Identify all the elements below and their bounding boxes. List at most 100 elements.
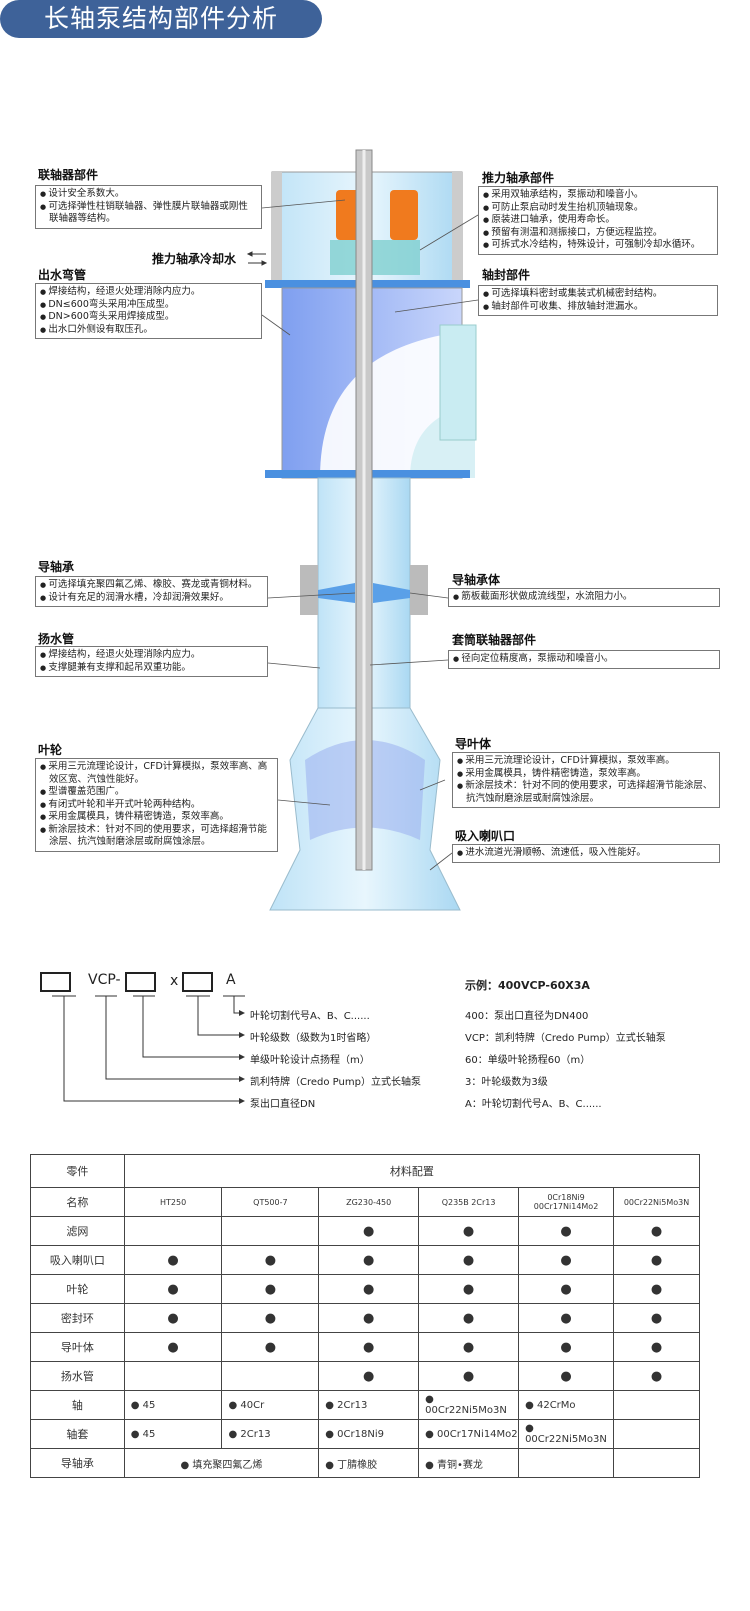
bullet: 预留有测温和测振接口，方便远程监控。 xyxy=(483,227,713,240)
part-name: 导叶体 xyxy=(30,1332,125,1362)
part-name: 扬水管 xyxy=(30,1361,125,1391)
material-cell: ● 42CrMo xyxy=(518,1390,615,1420)
header-cell: ZG230-450 xyxy=(318,1187,420,1217)
table-row: 轴套● 45● 2Cr13● 0Cr18Ni9● 00Cr17Ni14Mo2● … xyxy=(30,1419,700,1449)
material-cell: ● 青铜•赛龙 xyxy=(418,1448,520,1478)
bearing-body-heading: 导轴承体 xyxy=(452,573,501,587)
example-item: 3：叶轮级数为3级 xyxy=(465,1077,548,1088)
guide-bearing-box: 可选择填充聚四氟乙烯、橡胶、赛龙或青铜材料。 设计有充足的润滑水槽，冷却润滑效果… xyxy=(35,576,268,607)
material-cell xyxy=(613,1419,700,1449)
material-cell: ● xyxy=(613,1274,700,1304)
material-cell: ● 45 xyxy=(123,1390,223,1420)
material-cell: ● xyxy=(613,1245,700,1275)
legend-item: 叶轮切割代号A、B、C...... xyxy=(250,1011,370,1022)
bullet: 采用三元流理论设计，CFD计算模拟，泵效率高。 xyxy=(457,755,715,768)
leader-lines xyxy=(261,199,479,871)
table-row: 导轴承● 填充聚四氟乙烯● 丁腈橡胶● 青铜•赛龙 xyxy=(30,1448,700,1478)
cooling-water-label: 推力轴承冷却水 xyxy=(152,252,237,266)
bullet: 可选择弹性柱销联轴器、弹性膜片联轴器或刚性联轴器等结构。 xyxy=(40,201,257,226)
material-cell: ● xyxy=(221,1245,320,1275)
table-row: 密封环●●●●●● xyxy=(30,1303,700,1333)
coupling-heading: 联轴器部件 xyxy=(38,168,99,182)
code-vcp: VCP- xyxy=(88,972,121,988)
material-cell xyxy=(518,1448,615,1478)
material-cell: ● xyxy=(221,1303,320,1333)
sleeve-heading: 套筒联轴器部件 xyxy=(452,633,537,647)
material-cell: ● xyxy=(613,1303,700,1333)
bullet: 设计有充足的润滑水槽，冷却润滑效果好。 xyxy=(40,592,263,605)
material-cell: ● xyxy=(318,1361,420,1391)
bullet: 设计安全系数大。 xyxy=(40,188,257,201)
part-name: 轴 xyxy=(30,1390,125,1420)
sleeve-box: 径向定位精度高，泵振动和噪音小。 xyxy=(448,650,720,669)
material-cell: ● xyxy=(613,1361,700,1391)
bullet: 焊接结构，经退火处理消除内应力。 xyxy=(40,649,263,662)
bullet: 支撑腿兼有支撑和起吊双重功能。 xyxy=(40,662,263,675)
bearing-body-box: 筋板截面形状做成流线型，水流阻力小。 xyxy=(448,588,720,607)
code-leader-lines xyxy=(52,995,245,1104)
col-material: 材料配置 xyxy=(123,1154,701,1188)
column-heading: 扬水管 xyxy=(38,632,75,646)
bell-heading: 吸入喇叭口 xyxy=(455,829,516,843)
bullet: DN≤600弯头采用冲压成型。 xyxy=(40,299,257,312)
bullet: 新涂层技术：针对不同的使用要求，可选择超滑节能涂层、抗汽蚀耐磨涂层或耐腐蚀涂层。 xyxy=(457,780,715,805)
legend-item: 单级叶轮设计点扬程（m） xyxy=(250,1055,370,1066)
material-cell: ● xyxy=(418,1216,520,1246)
bullet: 出水口外侧设有取压孔。 xyxy=(40,324,257,337)
material-cell: ● xyxy=(518,1303,615,1333)
material-cell: ● xyxy=(418,1245,520,1275)
material-cell: ● 00Cr17Ni14Mo2 xyxy=(418,1419,520,1449)
material-cell: ● xyxy=(123,1274,223,1304)
header-cell: Q235B 2Cr13 xyxy=(418,1187,520,1217)
bullet: 径向定位精度高，泵振动和噪音小。 xyxy=(453,653,715,666)
part-name: 轴套 xyxy=(30,1419,125,1449)
material-cell: ● xyxy=(318,1303,420,1333)
header-cell: HT250 xyxy=(123,1187,223,1217)
code-a: A xyxy=(226,972,236,988)
bullet: 轴封部件可收集、排放轴封泄漏水。 xyxy=(483,301,713,314)
material-cell xyxy=(123,1361,223,1391)
material-cell xyxy=(613,1390,700,1420)
seal-box: 可选择填料密封或集装式机械密封结构。 轴封部件可收集、排放轴封泄漏水。 xyxy=(478,285,718,316)
coupling-box: 设计安全系数大。 可选择弹性柱销联轴器、弹性膜片联轴器或刚性联轴器等结构。 xyxy=(35,185,262,229)
material-cell: ● 填充聚四氟乙烯 xyxy=(123,1448,320,1478)
material-cell: ● xyxy=(123,1245,223,1275)
material-cell: ● xyxy=(613,1332,700,1362)
legend-item: 叶轮级数（级数为1时省略） xyxy=(250,1033,377,1044)
material-cell: ● xyxy=(613,1216,700,1246)
bullet: 可拆式水冷结构，特殊设计，可强制冷却水循环。 xyxy=(483,239,713,252)
material-cell: ● 45 xyxy=(123,1419,223,1449)
bullet: 焊接结构，经退火处理消除内应力。 xyxy=(40,286,257,299)
material-cell: ● xyxy=(221,1274,320,1304)
impeller-heading: 叶轮 xyxy=(38,743,63,757)
table-row: 轴● 45● 40Cr● 2Cr13● 00Cr22Ni5Mo3N● 42CrM… xyxy=(30,1390,700,1420)
material-cell: ● xyxy=(418,1332,520,1362)
thrust-heading: 推力轴承部件 xyxy=(482,171,555,185)
thrust-box: 采用双轴承结构，泵振动和噪音小。 可防止泵启动时发生抬机顶轴现象。 原装进口轴承… xyxy=(478,186,718,255)
legend-item: 泵出口直径DN xyxy=(250,1099,316,1110)
example-item: A：叶轮切割代号A、B、C...... xyxy=(465,1099,602,1110)
material-cell: ● xyxy=(518,1216,615,1246)
material-cell: ● 2Cr13 xyxy=(318,1390,420,1420)
bullet: 可选择填充聚四氟乙烯、橡胶、赛龙或青铜材料。 xyxy=(40,579,263,592)
material-cell: ● xyxy=(123,1332,223,1362)
bullet: 进水流道光滑顺畅、流速低，吸入性能好。 xyxy=(457,847,715,860)
header-cell: 0Cr18Ni9 00Cr17Ni14Mo2 xyxy=(518,1187,615,1217)
bullet: 采用三元流理论设计，CFD计算模拟，泵效率高、高效区宽、汽蚀性能好。 xyxy=(40,761,273,786)
elbow-heading: 出水弯管 xyxy=(38,268,87,282)
material-cell xyxy=(221,1361,320,1391)
table-row: 吸入喇叭口●●●●●● xyxy=(30,1245,700,1275)
material-cell: ● xyxy=(518,1245,615,1275)
material-cell: ● xyxy=(518,1332,615,1362)
code-box-dn xyxy=(40,972,71,992)
header-cell: QT500-7 xyxy=(221,1187,320,1217)
code-x: x xyxy=(170,973,179,989)
part-name: 密封环 xyxy=(30,1303,125,1333)
material-cell: ● xyxy=(418,1274,520,1304)
pump-diagram xyxy=(246,149,479,911)
bullet: 可防止泵启动时发生抬机顶轴现象。 xyxy=(483,202,713,215)
elbow-box: 焊接结构，经退火处理消除内应力。 DN≤600弯头采用冲压成型。 DN>600弯… xyxy=(35,283,262,339)
material-cell xyxy=(123,1216,223,1246)
bullet: 采用金属模具，铸件精密铸造，泵效率高。 xyxy=(40,811,273,824)
